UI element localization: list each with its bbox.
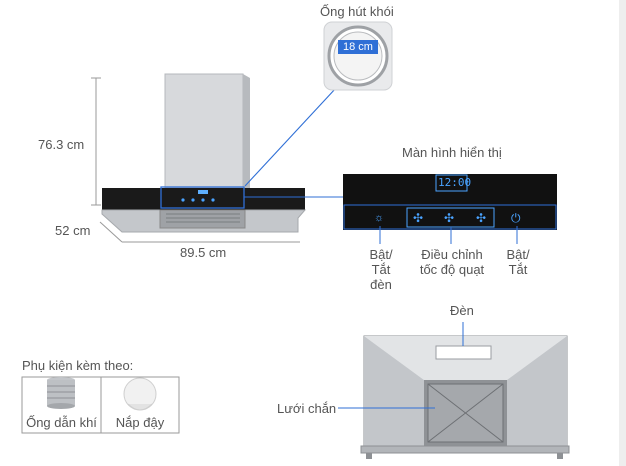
accessory-air-duct: Ống dẫn khí [26, 415, 97, 430]
duct-label: Ống hút khói [320, 4, 394, 19]
air-duct-image [47, 377, 75, 409]
lamp-label: Đèn [450, 303, 474, 318]
hood-filter [159, 209, 246, 229]
filter-label: Lưới chắn [277, 401, 337, 416]
right-edge-bar [619, 0, 626, 466]
chimney [164, 73, 244, 189]
fan-speed-label: Điều chỉnh tốc độ quạt [419, 247, 485, 277]
lamp-rect [435, 345, 492, 360]
height-label: 76.3 cm [38, 137, 85, 152]
depth-label: 52 cm [55, 223, 91, 238]
power-icon[interactable]: ⏻ [511, 211, 521, 225]
display-label: Màn hình hiển thị [402, 145, 502, 160]
duct-callout-line [244, 87, 337, 187]
accessories-heading: Phụ kiện kèm theo: [22, 358, 134, 373]
fan-low-icon[interactable]: ✣ [413, 211, 424, 225]
duct-diameter-label: 18 cm [338, 40, 378, 54]
power-toggle-label: Bật/ Tắt [506, 247, 530, 277]
cap-image [123, 377, 157, 411]
fan-mid-icon[interactable]: ✣ [444, 211, 455, 225]
width-label: 89.5 cm [180, 245, 227, 260]
accessory-cap: Nắp đậy [115, 415, 165, 430]
light-bulb-icon[interactable]: ☼ [374, 212, 385, 224]
clock-display: 12:00 [438, 176, 472, 189]
control-panel [343, 174, 557, 230]
clock-highlight [435, 174, 468, 192]
depth-dimension-line [99, 221, 123, 243]
fan-high-icon[interactable]: ✣ [476, 211, 487, 225]
hood-bottom-view [360, 335, 570, 459]
light-toggle-label: Bật/ Tắt đèn [369, 247, 393, 292]
